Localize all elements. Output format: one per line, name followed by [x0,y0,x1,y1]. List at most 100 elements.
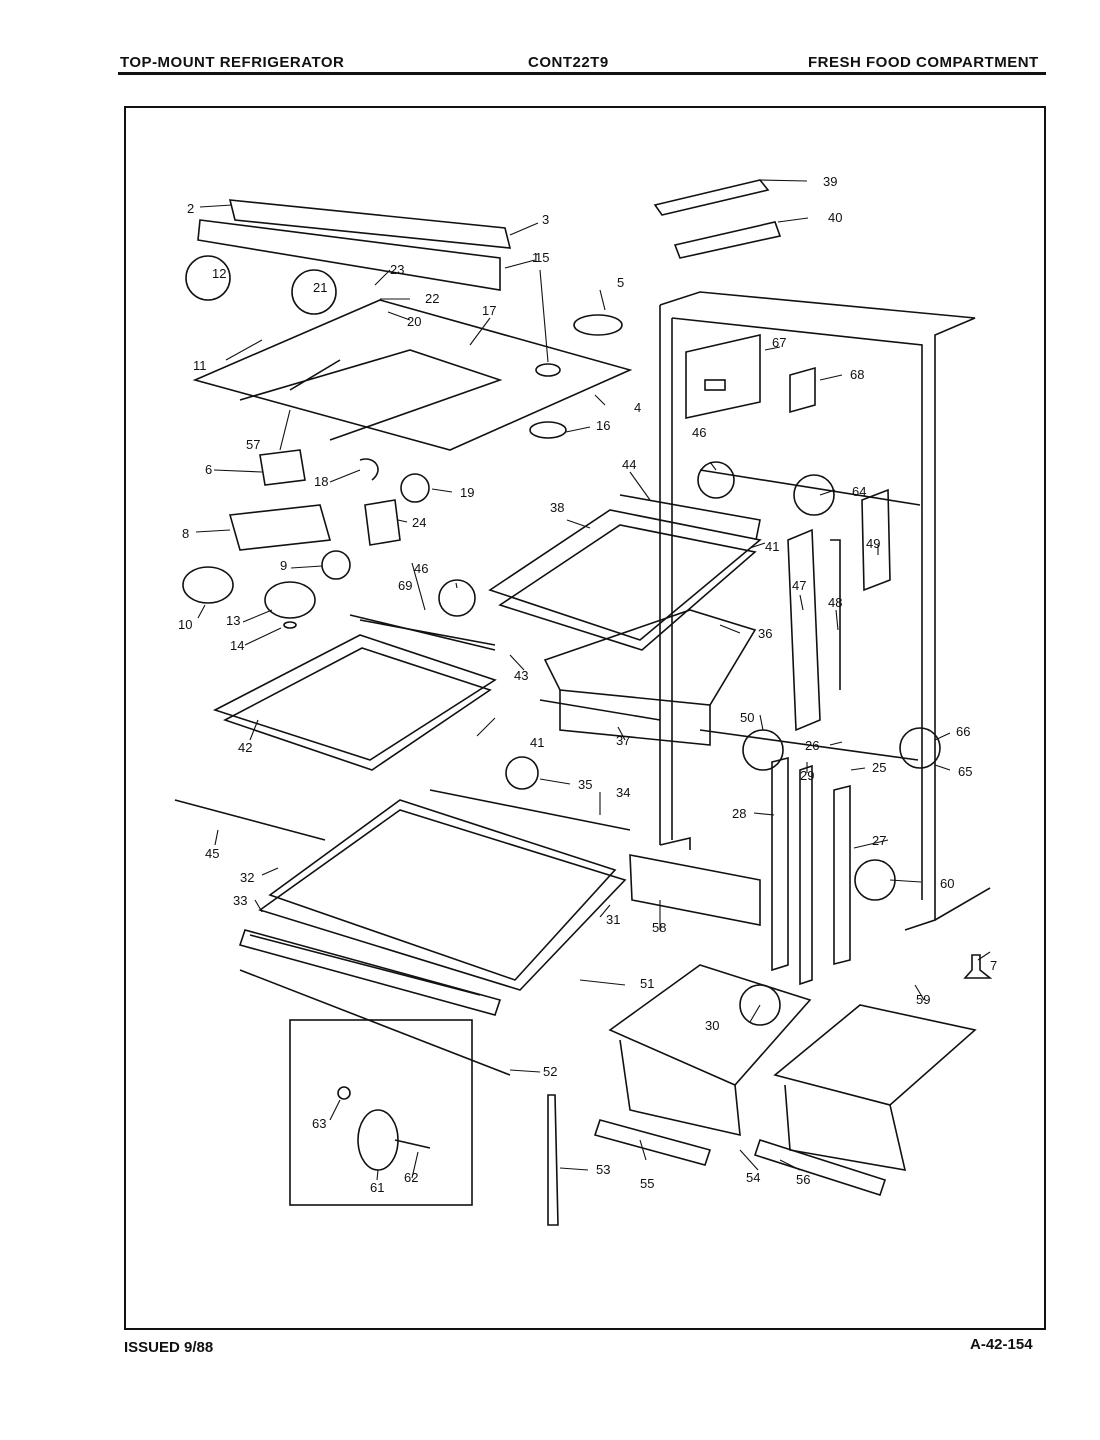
callout-26: 26 [805,738,819,753]
callout-30: 30 [705,1018,719,1033]
callout-5: 5 [617,275,624,290]
callout-39: 39 [823,174,837,189]
callout-28: 28 [732,806,746,821]
thermostat-components [182,449,430,629]
callout-41b: 41 [530,735,544,750]
callout-10: 10 [178,617,192,632]
light-switch [789,366,816,414]
callout-21: 21 [313,280,327,295]
callout-33: 33 [233,893,247,908]
callout-52: 52 [543,1064,557,1079]
upper-shelf [488,494,762,651]
callout-43: 43 [514,668,528,683]
cabinet-liner [659,291,991,931]
callout-31: 31 [606,912,620,927]
callout-49: 49 [866,536,880,551]
callout-41a: 41 [765,539,779,554]
crisper-trims [593,1119,887,1197]
callout-1: 1 [532,250,539,265]
callout-11: 11 [193,358,207,373]
callout-2: 2 [187,201,194,216]
lower-shelf-glass [174,789,631,991]
callout-8: 8 [182,526,189,541]
callout-29: 29 [800,768,814,783]
callout-46a: 46 [414,561,428,576]
callout-67: 67 [772,335,786,350]
callout-17: 17 [482,303,496,318]
callout-12: 12 [212,266,226,281]
top-channel [197,199,512,291]
crisper-drawer-small [539,609,757,746]
freezer-shelf-tracks [653,179,782,259]
callout-22: 22 [425,291,439,306]
vent-grille [249,854,761,996]
callout-37: 37 [616,733,630,748]
header-section-title: FRESH FOOD COMPARTMENT [808,54,1039,71]
callout-50: 50 [740,710,754,725]
callout-6: 6 [205,462,212,477]
callout-38: 38 [550,500,564,515]
callout-55: 55 [640,1176,654,1191]
callout-61: 61 [370,1180,384,1195]
callout-35: 35 [578,777,592,792]
callout-25: 25 [872,760,886,775]
callout-27: 27 [872,833,886,848]
callout-14: 14 [230,638,244,653]
diagram-frame [124,106,1046,1330]
callout-4: 4 [634,400,641,415]
callout-54: 54 [746,1170,760,1185]
callout-32: 32 [240,870,254,885]
callout-36: 36 [758,626,772,641]
callout-63: 63 [312,1116,326,1131]
door-stop-kit [289,1019,559,1226]
callout-23: 23 [390,262,404,277]
callout-16: 16 [596,418,610,433]
leader-lines [195,179,991,1181]
callout-64: 64 [852,484,866,499]
callout-9: 9 [280,558,287,573]
callout-56: 56 [796,1172,810,1187]
callout-44: 44 [622,457,636,472]
diagram-code: A-42-154 [970,1336,1033,1353]
mullion-bracket [787,488,891,732]
callout-18: 18 [314,474,328,489]
header-left-title: TOP-MOUNT REFRIGERATOR [120,54,345,71]
control-housing [192,299,633,451]
callout-15: 15 [535,250,549,265]
callout-62: 62 [404,1170,418,1185]
callout-42: 42 [238,740,252,755]
callout-58: 58 [652,920,666,935]
shelf-trims [238,614,511,1076]
callout-40: 40 [828,210,842,225]
header-model-number: CONT22T9 [528,54,609,71]
control-panel-plate [685,333,761,419]
crisper-drawers [608,964,977,1171]
leveling-leg [963,954,993,979]
middle-shelf [212,619,497,771]
callout-59: 59 [916,992,930,1007]
callout-3: 3 [542,212,549,227]
callout-57: 57 [246,437,260,452]
callout-7: 7 [990,958,997,973]
callout-19: 19 [460,485,474,500]
callout-68: 68 [850,367,864,382]
callout-65: 65 [958,764,972,779]
detail-circles [185,255,941,1026]
callout-46b: 46 [692,425,706,440]
callout-48: 48 [828,595,842,610]
callout-34: 34 [616,785,630,800]
callout-66: 66 [956,724,970,739]
callout-60: 60 [940,876,954,891]
issued-date: ISSUED 9/88 [124,1339,214,1356]
fan-guard [529,314,623,439]
callout-47: 47 [792,578,806,593]
header-rule [118,72,1046,75]
callout-51: 51 [640,976,654,991]
callout-numbers: 1 2 3 4 5 6 7 8 9 10 11 12 13 14 15 16 1… [178,174,997,1195]
shelf-support-rails [771,756,851,986]
callout-45: 45 [205,846,219,861]
callout-24: 24 [412,515,426,530]
callout-13: 13 [226,613,240,628]
callout-69: 69 [398,578,412,593]
